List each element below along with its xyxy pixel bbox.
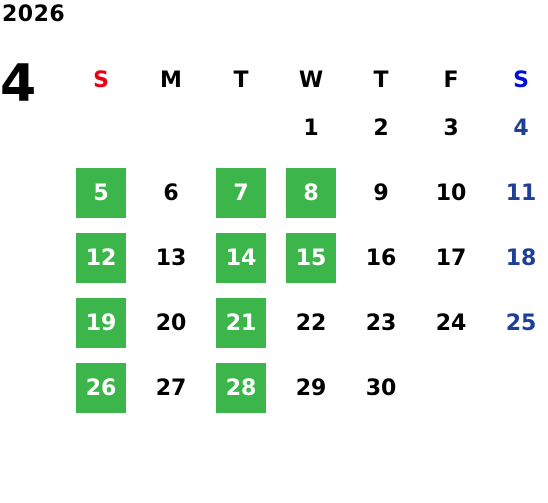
day-cell: 30 (365, 375, 397, 401)
day-cell: 5 (76, 168, 126, 218)
weekday-saturday: S (513, 68, 529, 93)
weekday-wednesday: W (298, 68, 324, 93)
week-row: 26 27 28 29 30 (66, 363, 548, 428)
weekday-sunday: S (93, 68, 109, 93)
day-cell: 29 (295, 375, 327, 401)
week-row: 1 2 3 4 (66, 103, 548, 168)
weekday-thursday: T (373, 68, 389, 93)
year-label: 2026 (2, 2, 66, 27)
day-cell: 4 (513, 115, 529, 141)
day-cell: 15 (286, 233, 336, 283)
day-cell: 23 (365, 310, 397, 336)
day-cell: 2 (373, 115, 389, 141)
week-row: 12 13 14 15 16 17 18 (66, 233, 548, 298)
day-cell: 14 (216, 233, 266, 283)
day-cell: 13 (155, 245, 187, 271)
day-cell: 22 (295, 310, 327, 336)
month-label: 4 (0, 54, 37, 114)
day-cell: 18 (505, 245, 537, 271)
day-cell: 11 (505, 180, 537, 206)
day-cell: 7 (216, 168, 266, 218)
day-cell: 25 (505, 310, 537, 336)
day-cell: 9 (373, 180, 389, 206)
day-cell: 19 (76, 298, 126, 348)
day-cell: 17 (435, 245, 467, 271)
day-cell: 1 (303, 115, 319, 141)
day-cell: 16 (365, 245, 397, 271)
day-cell: 12 (76, 233, 126, 283)
day-cell: 24 (435, 310, 467, 336)
calendar-grid: S M T W T F S 1 2 3 4 5 6 7 8 9 10 11 12… (66, 58, 548, 428)
day-cell: 6 (163, 180, 179, 206)
day-cell: 21 (216, 298, 266, 348)
weekday-friday: F (443, 68, 459, 93)
weekday-monday: M (160, 68, 182, 93)
day-cell: 8 (286, 168, 336, 218)
week-row: 19 20 21 22 23 24 25 (66, 298, 548, 363)
week-row: 5 6 7 8 9 10 11 (66, 168, 548, 233)
day-cell: 20 (155, 310, 187, 336)
day-cell: 10 (435, 180, 467, 206)
weekday-header-row: S M T W T F S (66, 58, 548, 103)
day-cell: 3 (443, 115, 459, 141)
weekday-tuesday: T (233, 68, 249, 93)
day-cell: 27 (155, 375, 187, 401)
day-cell: 26 (76, 363, 126, 413)
day-cell: 28 (216, 363, 266, 413)
